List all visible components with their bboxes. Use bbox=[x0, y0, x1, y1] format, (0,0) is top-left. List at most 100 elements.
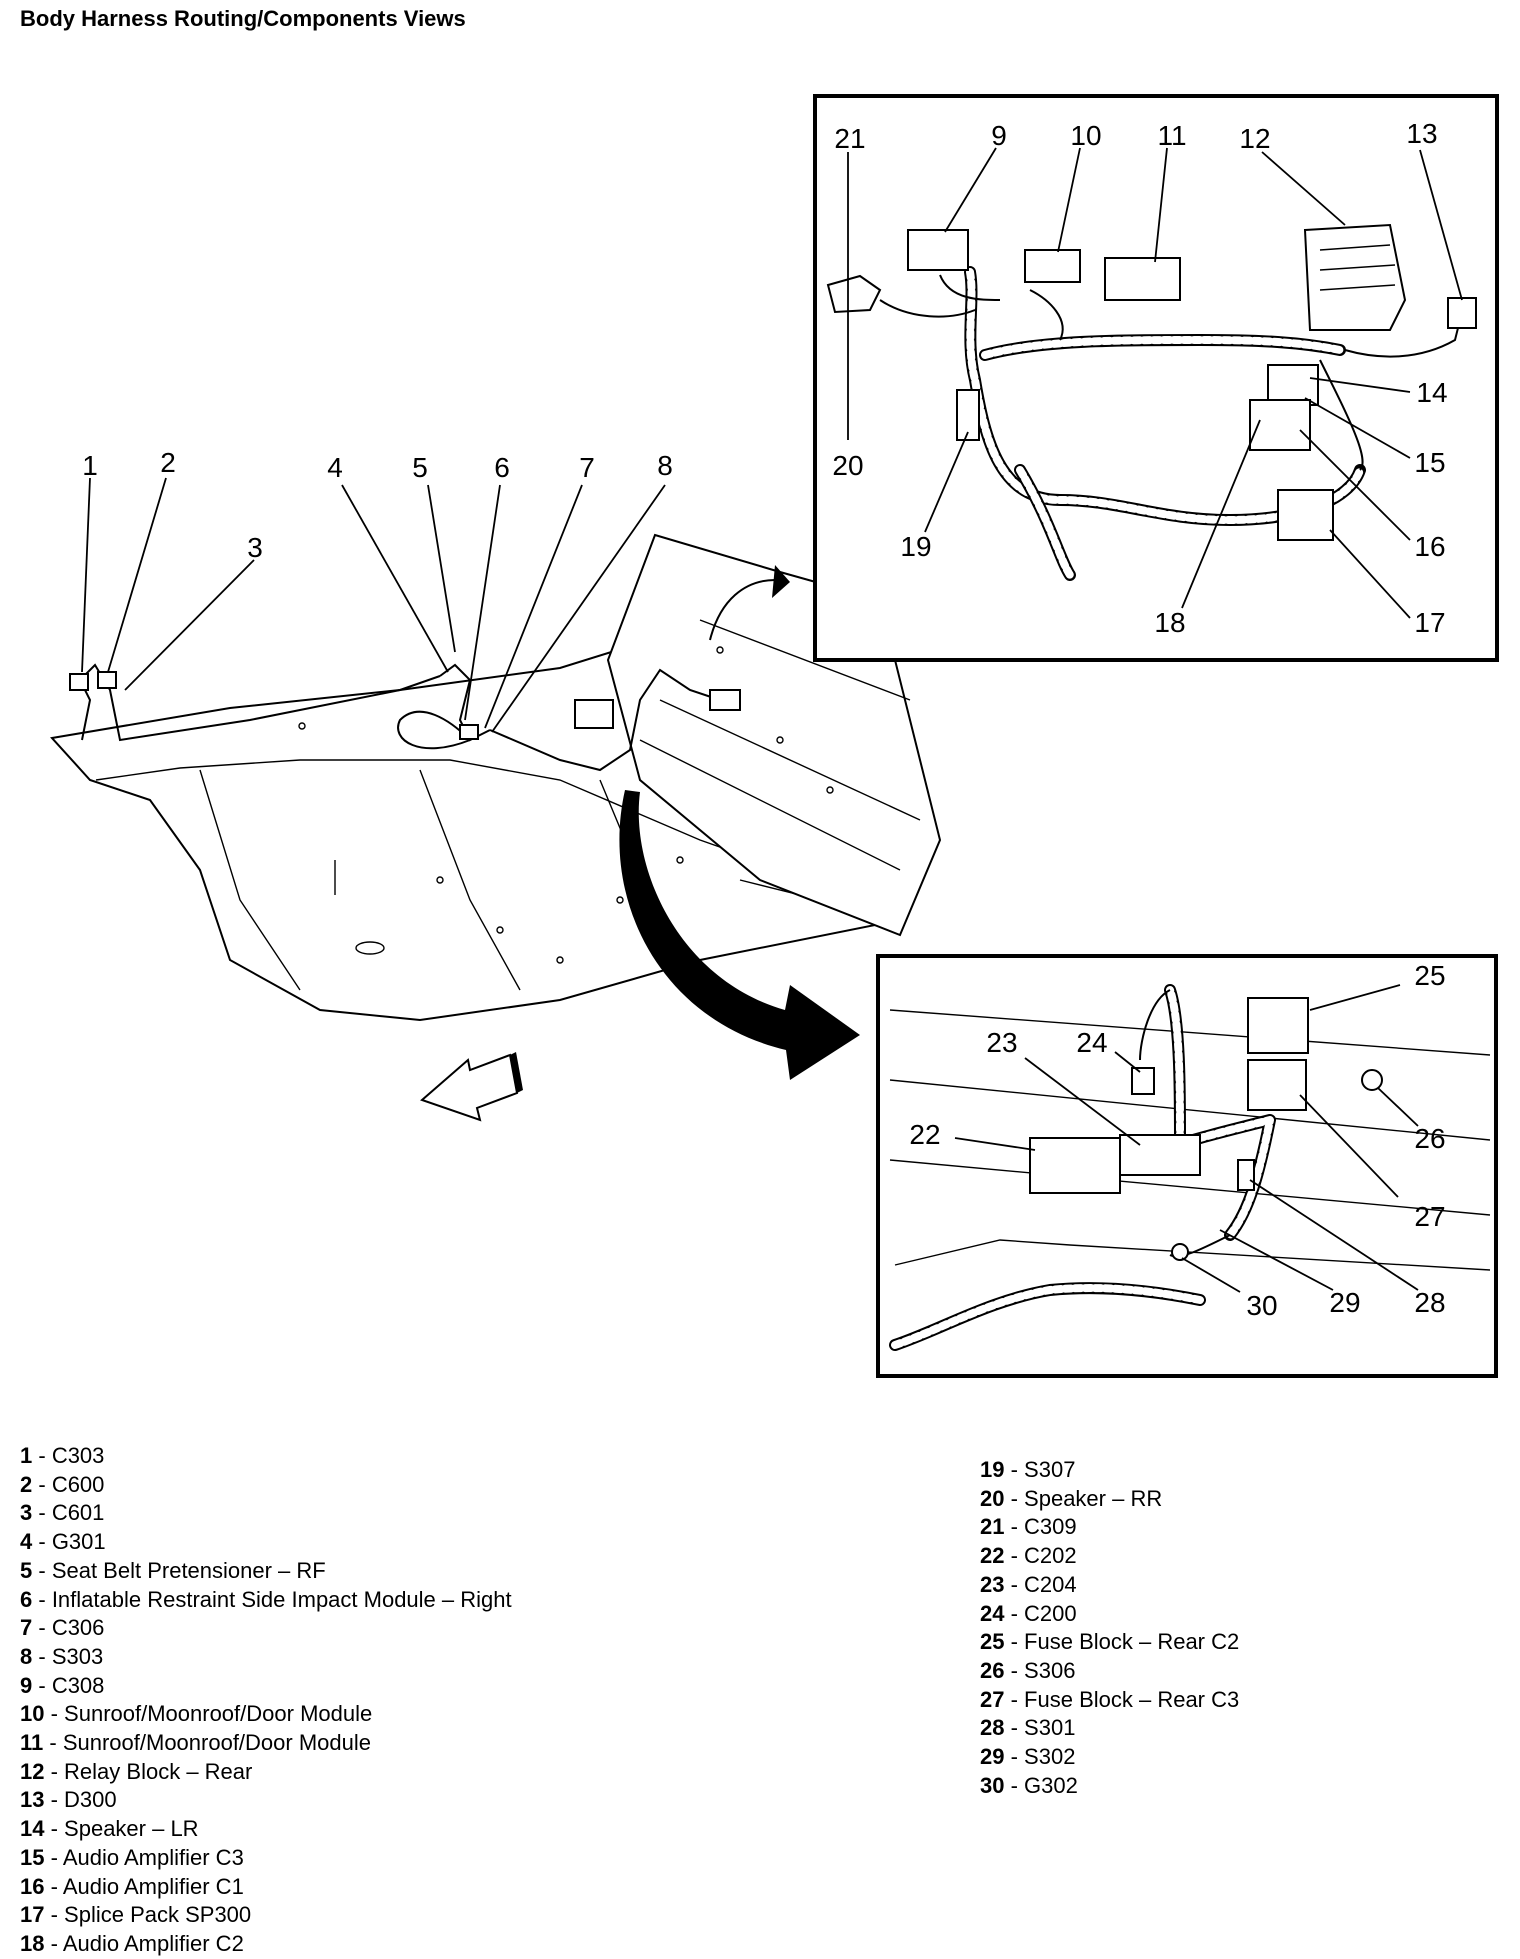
legend-text: C202 bbox=[1024, 1543, 1077, 1569]
callout-26: 26 bbox=[1414, 1123, 1445, 1154]
legend-row-23: 23 - C204 bbox=[980, 1571, 1239, 1600]
legend-row-17: 17 - Splice Pack SP300 bbox=[20, 1901, 512, 1930]
legend-separator: - bbox=[32, 1615, 52, 1641]
legend-number: 18 bbox=[20, 1930, 45, 1956]
legend-text: C600 bbox=[51, 1471, 105, 1497]
legend-text: Speaker – RR bbox=[1024, 1485, 1163, 1511]
legend-row-28: 28 - S301 bbox=[980, 1714, 1239, 1743]
legend-row-29: 29 - S302 bbox=[980, 1743, 1239, 1772]
splice-s307 bbox=[956, 389, 980, 441]
legend-text: S302 bbox=[1024, 1744, 1076, 1770]
callout-labels: 1 2 3 4 5 6 7 8 9 10 11 12 13 14 15 16 1… bbox=[82, 118, 1447, 1321]
legend-text: Audio Amplifier C2 bbox=[62, 1930, 244, 1956]
legend-text: Audio Amplifier C1 bbox=[62, 1873, 244, 1899]
top-inset-frame bbox=[813, 94, 1499, 662]
legend-row-4: 4 - G301 bbox=[20, 1528, 512, 1557]
callout-28: 28 bbox=[1414, 1287, 1445, 1318]
legend-text: Relay Block – Rear bbox=[64, 1758, 253, 1784]
legend-number: 20 bbox=[980, 1485, 1005, 1511]
legend-separator: - bbox=[32, 1443, 52, 1468]
callout-15: 15 bbox=[1414, 447, 1445, 478]
legend-separator: - bbox=[44, 1873, 63, 1899]
connector-c309 bbox=[826, 274, 882, 314]
connector-c202 bbox=[1029, 1137, 1121, 1194]
legend-text: Speaker – LR bbox=[64, 1816, 199, 1842]
legend-row-6: 6 - Inflatable Restraint Side Impact Mod… bbox=[20, 1586, 512, 1615]
legend-number: 30 bbox=[980, 1772, 1005, 1798]
splice-s301 bbox=[1237, 1159, 1255, 1191]
audio-amplifier bbox=[1249, 399, 1311, 451]
callout-22: 22 bbox=[909, 1119, 940, 1150]
legend-number: 15 bbox=[20, 1844, 45, 1870]
callout-27: 27 bbox=[1414, 1201, 1445, 1232]
legend-text: G301 bbox=[51, 1529, 106, 1555]
legend-row-2: 2 - C600 bbox=[20, 1471, 512, 1500]
callout-12: 12 bbox=[1239, 123, 1270, 154]
legend-separator: - bbox=[32, 1672, 52, 1698]
legend-row-22: 22 - C202 bbox=[980, 1542, 1239, 1571]
legend-row-14: 14 - Speaker – LR bbox=[20, 1815, 512, 1844]
legend-separator: - bbox=[1004, 1686, 1025, 1712]
callout-8: 8 bbox=[657, 450, 673, 481]
legend-separator: - bbox=[44, 1816, 65, 1842]
legend-number: 14 bbox=[20, 1816, 45, 1842]
legend-number: 4 bbox=[20, 1529, 33, 1555]
legend-number: 9 bbox=[20, 1672, 33, 1698]
legend-separator: - bbox=[1004, 1457, 1025, 1482]
legend-separator: - bbox=[32, 1529, 52, 1555]
callout-19: 19 bbox=[900, 531, 931, 562]
legend-separator: - bbox=[1004, 1629, 1025, 1655]
callout-20: 20 bbox=[832, 450, 863, 481]
callout-4: 4 bbox=[327, 452, 343, 483]
legend-number: 2 bbox=[20, 1471, 33, 1497]
legend-separator: - bbox=[44, 1701, 65, 1727]
connector-c200 bbox=[1131, 1067, 1155, 1095]
legend-text: Splice Pack SP300 bbox=[64, 1902, 252, 1928]
legend-number: 12 bbox=[20, 1758, 45, 1784]
legend-number: 5 bbox=[20, 1557, 33, 1583]
legend-row-3: 3 - C601 bbox=[20, 1499, 512, 1528]
legend-separator: - bbox=[44, 1787, 65, 1813]
legend-row-12: 12 - Relay Block – Rear bbox=[20, 1758, 512, 1787]
relay-block-rear bbox=[1303, 223, 1407, 331]
callout-24: 24 bbox=[1076, 1027, 1107, 1058]
legend-row-8: 8 - S303 bbox=[20, 1643, 512, 1672]
legend-separator: - bbox=[44, 1930, 63, 1956]
legend-text: Seat Belt Pretensioner – RF bbox=[51, 1557, 326, 1583]
legend-text: Fuse Block – Rear C2 bbox=[1024, 1629, 1240, 1655]
legend-text: C306 bbox=[51, 1615, 105, 1641]
legend-row-25: 25 - Fuse Block – Rear C2 bbox=[980, 1628, 1239, 1657]
legend-number: 28 bbox=[980, 1715, 1005, 1741]
legend-row-24: 24 - C200 bbox=[980, 1600, 1239, 1629]
callout-9: 9 bbox=[991, 120, 1007, 151]
legend-text: Sunroof/Moonroof/Door Module bbox=[64, 1701, 373, 1727]
legend-row-19: 19 - S307 bbox=[980, 1456, 1239, 1485]
legend-text: Audio Amplifier C3 bbox=[62, 1844, 244, 1870]
callout-6: 6 bbox=[494, 452, 510, 483]
fuse-block-rear-c2 bbox=[1247, 997, 1309, 1054]
arrow-to-top-inset bbox=[709, 579, 776, 641]
legend-text: C309 bbox=[1024, 1514, 1077, 1540]
legend-row-15: 15 - Audio Amplifier C3 bbox=[20, 1844, 512, 1873]
callout-16: 16 bbox=[1414, 531, 1445, 562]
legend-row-7: 7 - C306 bbox=[20, 1614, 512, 1643]
top-inset bbox=[813, 94, 1499, 662]
legend-text: S301 bbox=[1024, 1715, 1076, 1741]
legend-row-9: 9 - C308 bbox=[20, 1672, 512, 1701]
vehicle-floor-view bbox=[50, 533, 942, 1122]
legend-text: D300 bbox=[64, 1787, 117, 1813]
legend-separator: - bbox=[32, 1557, 52, 1583]
connector-speaker-lr bbox=[1267, 364, 1319, 406]
legend-text: C601 bbox=[51, 1500, 105, 1526]
legend-number: 8 bbox=[20, 1643, 33, 1669]
legend-number: 3 bbox=[20, 1500, 33, 1526]
legend-separator: - bbox=[44, 1844, 63, 1870]
legend-row-13: 13 - D300 bbox=[20, 1786, 512, 1815]
legend-separator: - bbox=[1004, 1543, 1025, 1569]
legend-text: S307 bbox=[1024, 1457, 1076, 1482]
legend-number: 27 bbox=[980, 1686, 1005, 1712]
legend-number: 19 bbox=[980, 1457, 1005, 1482]
callout-25: 25 bbox=[1414, 960, 1445, 991]
